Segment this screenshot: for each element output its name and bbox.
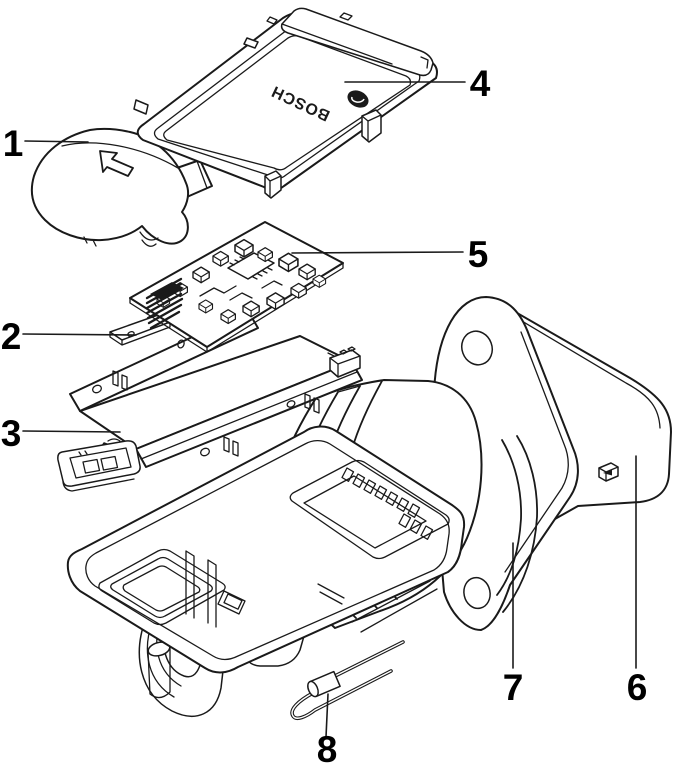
flange-hole-bottom [463, 576, 491, 610]
cover-connector-hood [266, 7, 434, 77]
assembly-arrow-icon [99, 150, 134, 177]
bracket-terminal [327, 346, 361, 378]
brand-badge-icon [347, 90, 369, 108]
cover-feet [133, 37, 382, 199]
callout-6-label: 6 [627, 667, 648, 708]
callout-3-leader [22, 430, 121, 433]
pcb-hybrid-block [145, 277, 184, 330]
callout-4-label: 4 [470, 63, 491, 104]
callout-1-leader [24, 140, 89, 143]
callout-2-leader [22, 333, 137, 336]
bracket-tongue [57, 438, 141, 492]
callouts: 1 2 3 4 5 6 7 8 [1, 63, 648, 763]
part-8-temp-sensor [290, 640, 405, 720]
callout-3-label: 3 [1, 413, 22, 454]
callout-2-label: 2 [1, 316, 22, 357]
body-clip [598, 462, 619, 482]
flow-channel-housing [66, 425, 466, 717]
part-1-sensor-cover [30, 127, 213, 247]
callout-7-label: 7 [503, 667, 524, 708]
part-2-sensor-element [109, 314, 171, 346]
callout-5-label: 5 [468, 234, 489, 275]
callout-8-leader [325, 693, 329, 738]
flange-hole-top [461, 330, 493, 366]
part-4-top-cover: BOSCH [133, 7, 438, 199]
part-5-pcb [129, 221, 344, 353]
callout-1-label: 1 [3, 123, 24, 164]
callout-5-leader [291, 251, 464, 254]
callout-8-label: 8 [317, 729, 338, 763]
